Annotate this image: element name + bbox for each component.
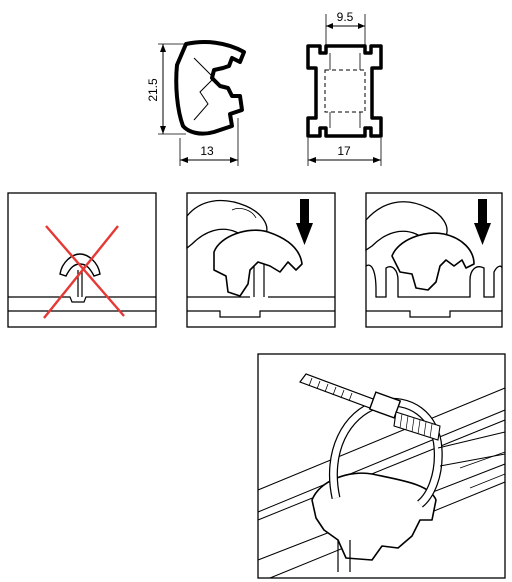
side-view: 21.5 13: [146, 40, 246, 166]
front-view-profile: [306, 44, 383, 138]
panel-seated: [365, 192, 503, 328]
side-view-profile: [174, 40, 246, 136]
cable-tie-head: [368, 391, 402, 419]
cross-mark-icon: [43, 225, 125, 319]
front-bottom-width-label: 17: [337, 144, 351, 158]
side-height-label: 21.5: [146, 78, 160, 102]
down-arrow-icon: [296, 199, 313, 245]
clip-seated: [391, 232, 475, 291]
front-top-width-label: 9.5: [337, 10, 354, 24]
side-width-label: 13: [200, 144, 214, 158]
clip-tilted: [213, 229, 303, 297]
front-view: 9.5 17: [306, 10, 383, 166]
down-arrow-icon-2: [474, 199, 491, 245]
assembly-view: [257, 353, 506, 579]
panel-incorrect: [7, 192, 157, 328]
panel-press: [186, 192, 336, 328]
